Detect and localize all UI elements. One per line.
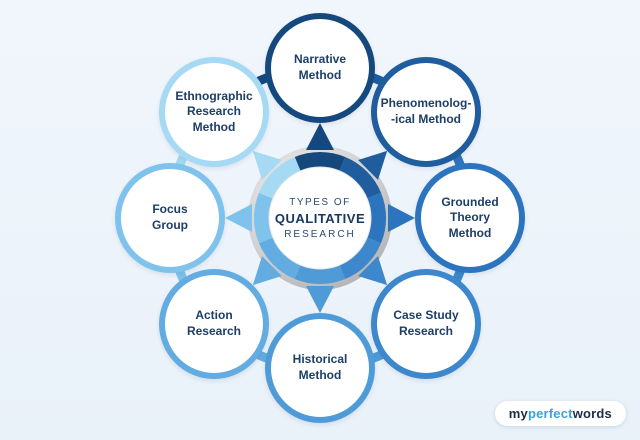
arrow-icon (388, 204, 415, 232)
brand-logo-part3: words (572, 406, 612, 421)
node-case-study-research: Case Study Research (371, 269, 481, 379)
center-title-line3: RESEARCH (284, 228, 356, 240)
arrow-icon (306, 123, 334, 150)
node-label: Historical Method (292, 352, 348, 382)
node-label: Focus Group (152, 202, 188, 232)
node-phenomenological-method: Phenomenolog- -ical Method (371, 57, 481, 167)
node-label: Ethnographic Research Method (175, 88, 253, 134)
node-ethnographic-research-method: Ethnographic Research Method (159, 57, 269, 167)
brand-logo: myperfectwords (494, 401, 626, 426)
node-narrative-method: Narrative Method (265, 13, 375, 123)
hub-core (268, 166, 372, 270)
brand-logo-part1: my (508, 406, 528, 421)
arrow-icon (306, 286, 334, 313)
node-focus-group: Focus Group (115, 163, 225, 273)
center-title: TYPES OF QUALITATIVE RESEARCH (270, 168, 370, 268)
arrow-icon (225, 204, 252, 232)
node-label: Case Study Research (393, 308, 459, 338)
node-label: Phenomenolog- -ical Method (380, 96, 472, 126)
center-title-line1: TYPES OF (289, 196, 351, 208)
center-title-line2: QUALITATIVE (274, 210, 366, 226)
node-historical-method: Historical Method (265, 313, 375, 423)
brand-logo-part2: perfect (527, 406, 573, 421)
node-grounded-theory-method: Grounded Theory Method (415, 163, 525, 273)
node-label: Narrative Method (293, 52, 347, 82)
node-label: Action Research (186, 308, 242, 338)
node-label: Grounded Theory Method (441, 194, 499, 240)
node-action-research: Action Research (159, 269, 269, 379)
